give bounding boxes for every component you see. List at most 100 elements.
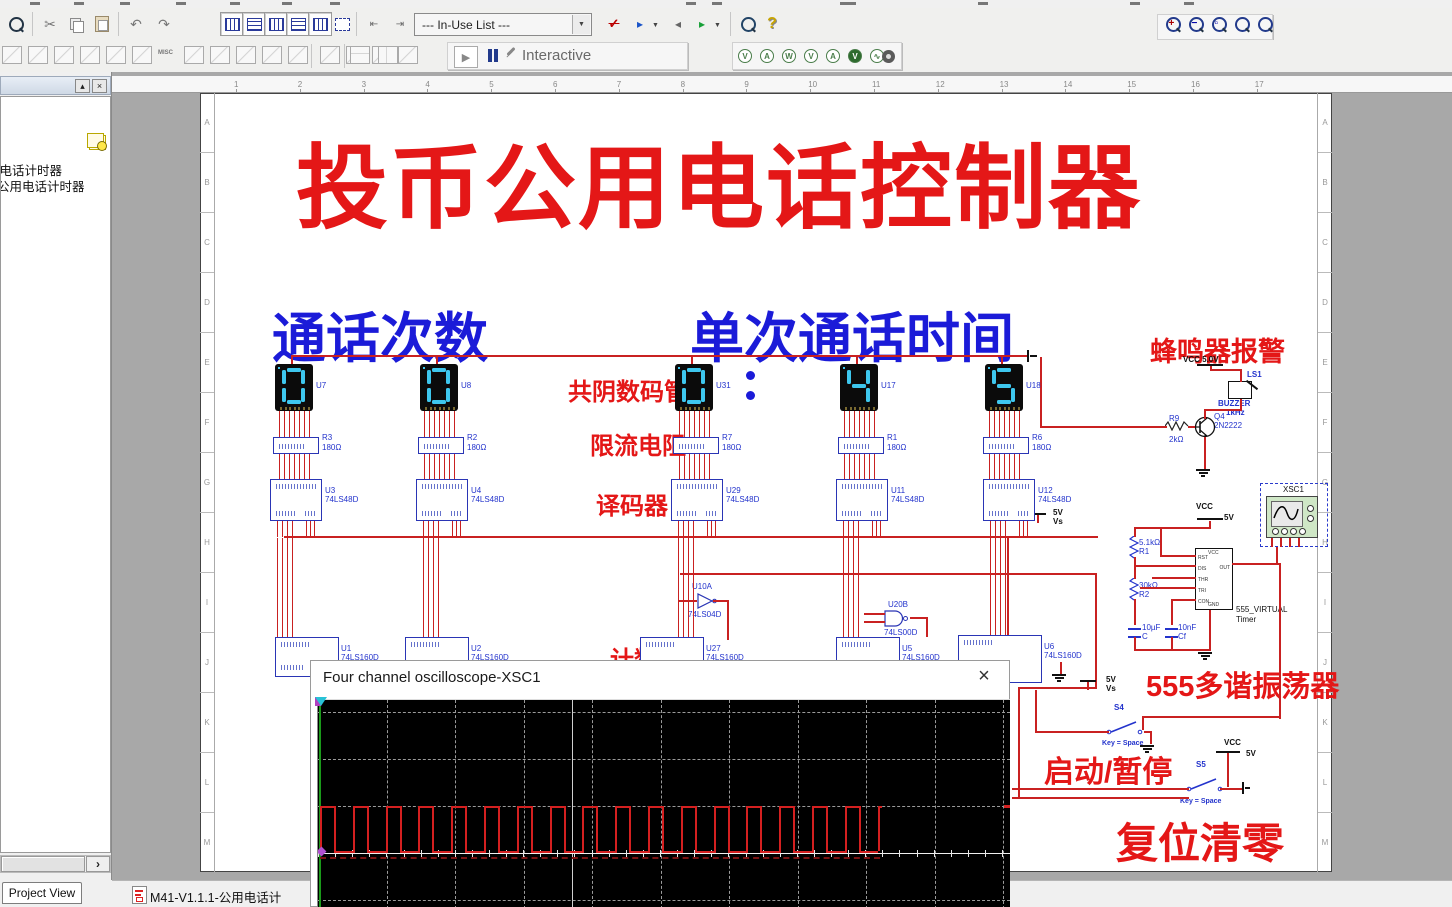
indicator-component-icon[interactable] — [132, 46, 152, 64]
step-component-icon[interactable] — [398, 46, 418, 64]
electromech-component-icon[interactable] — [262, 46, 282, 64]
hscroll-thumb[interactable] — [1, 856, 85, 872]
resistor-r1-icon[interactable] — [1129, 536, 1140, 559]
mcu-component-icon[interactable] — [320, 46, 340, 64]
zoom-area-button[interactable] — [1231, 12, 1253, 36]
zoom-out-button[interactable]: − — [1185, 12, 1207, 36]
counter-part: 74LS160D — [902, 653, 940, 662]
resistor-pack[interactable] — [418, 437, 464, 454]
counter-chip[interactable] — [275, 637, 339, 677]
grid-toggle[interactable] — [242, 12, 266, 36]
seven-segment-display[interactable] — [675, 364, 713, 411]
voltage-ref-probe-icon[interactable]: V — [804, 49, 818, 63]
decoder-chip[interactable] — [416, 479, 468, 521]
buzzer-symbol[interactable] — [1228, 379, 1259, 399]
spreadsheet-toggle[interactable] — [264, 12, 288, 36]
resistor-pack[interactable] — [273, 437, 319, 454]
antenna-component-icon[interactable] — [210, 46, 230, 64]
zoom-in-button[interactable]: + — [1162, 12, 1184, 36]
current-probe-icon[interactable]: A — [760, 49, 774, 63]
caret-icon[interactable]: ▼ — [652, 22, 659, 29]
export-button[interactable]: ▸ — [698, 17, 706, 31]
decoder-chip[interactable] — [983, 479, 1035, 521]
project-view-tab[interactable]: Project View — [2, 882, 82, 904]
dropdown-arrow-icon[interactable]: ▼ — [572, 15, 590, 34]
document-tab[interactable]: M41-V1.1.1-公用电话计 — [150, 891, 282, 905]
border-letter: A — [200, 93, 214, 153]
resistor-pack[interactable] — [838, 437, 884, 454]
erc-check-button[interactable]: ✓ — [608, 16, 620, 31]
misc-component-icon[interactable]: MISC — [158, 50, 173, 56]
dialog-close-button[interactable]: × — [978, 665, 990, 687]
zoom-fullscreen-button[interactable] — [1254, 12, 1276, 36]
bus-icon[interactable] — [378, 46, 398, 64]
battery-component-icon[interactable] — [106, 46, 126, 64]
help-button[interactable]: ? — [767, 15, 777, 32]
voltage-current-probe-icon[interactable]: A — [826, 49, 840, 63]
voltage-neg-probe-icon[interactable]: V — [848, 49, 862, 63]
resistor-r2-icon[interactable] — [1129, 578, 1140, 601]
resistor-pack[interactable] — [983, 437, 1029, 454]
paste-button[interactable] — [90, 12, 114, 36]
pause-button[interactable] — [488, 49, 492, 62]
seven-segment-display[interactable] — [275, 364, 313, 411]
oscilloscope-instrument-icon[interactable] — [1266, 496, 1318, 538]
grapher-toggle[interactable] — [286, 12, 310, 36]
import-button[interactable]: ◂ — [674, 17, 682, 31]
export-database-button[interactable]: ▸ — [636, 17, 644, 31]
misc-digital-component-icon[interactable] — [80, 46, 100, 64]
source-component-icon[interactable] — [2, 46, 22, 64]
power-component-icon[interactable] — [184, 46, 204, 64]
motor-component-icon[interactable] — [236, 46, 256, 64]
seven-segment-display[interactable] — [420, 364, 458, 411]
seven-segment-display[interactable] — [840, 364, 878, 411]
pages-clock-icon[interactable] — [87, 133, 107, 151]
segment-c — [1011, 388, 1015, 402]
caret-icon[interactable]: ▼ — [714, 22, 721, 29]
print-preview-button[interactable] — [4, 12, 28, 36]
back-annotate-button[interactable]: ⇤ — [369, 18, 379, 30]
trigger-marker-icon[interactable] — [315, 697, 327, 706]
tree-item-timer-1[interactable]: 用电话计时器 — [0, 164, 63, 178]
ruler-number: 5 — [489, 80, 494, 89]
undo-button[interactable]: ↶ — [130, 15, 142, 32]
run-button[interactable]: ▶ — [454, 46, 478, 68]
panel-header[interactable]: ▴ × — [0, 76, 111, 95]
resistor-pack[interactable] — [673, 437, 719, 454]
find-button[interactable] — [736, 12, 760, 36]
hscroll-right-button[interactable]: › — [86, 856, 110, 872]
panel-collapse-button[interactable]: ▴ — [75, 79, 90, 93]
copy-button[interactable] — [64, 12, 88, 36]
in-use-list-dropdown[interactable]: --- In-Use List ---▼ — [414, 13, 592, 36]
nand-gate-icon[interactable] — [884, 610, 912, 627]
panel-hscrollbar[interactable]: › — [0, 855, 111, 873]
probe-settings-icon[interactable] — [882, 50, 895, 63]
decoder-chip[interactable] — [836, 479, 888, 521]
hierarchy-tree-button[interactable] — [330, 12, 354, 36]
wire — [704, 411, 705, 437]
hierarchy-toggle[interactable] — [220, 12, 244, 36]
decoder-chip[interactable] — [671, 479, 723, 521]
forward-annotate-button[interactable]: ⇥ — [395, 18, 405, 30]
panel-close-button[interactable]: × — [92, 79, 107, 93]
oscilloscope-dialog[interactable]: Four channel oscilloscope-XSC1 × — [310, 660, 1010, 907]
ladder-diagram-icon[interactable] — [350, 46, 370, 64]
decoder-chip[interactable] — [270, 479, 322, 521]
database-toggle[interactable] — [308, 12, 332, 36]
ttl-component-icon[interactable] — [28, 46, 48, 64]
resistor-r9-icon[interactable] — [1165, 421, 1189, 431]
voltage-probe-icon[interactable]: V — [738, 49, 752, 63]
seven-segment-display[interactable] — [985, 364, 1023, 411]
zoom-100-button[interactable]: ▫ — [1208, 12, 1230, 36]
switch-s4-icon[interactable] — [1106, 719, 1146, 735]
cut-button[interactable]: ✂ — [44, 15, 56, 32]
dialog-title[interactable]: Four channel oscilloscope-XSC1 — [323, 669, 541, 686]
cmos-component-icon[interactable] — [54, 46, 74, 64]
redo-button[interactable]: ↷ — [158, 15, 170, 32]
ruler-number: 12 — [935, 80, 945, 89]
connector-component-icon[interactable] — [288, 46, 308, 64]
pin-mark — [849, 407, 852, 410]
power-probe-icon[interactable]: W — [782, 49, 796, 63]
tree-item-timer-2[interactable]: 公用电话计时器 — [0, 180, 85, 194]
